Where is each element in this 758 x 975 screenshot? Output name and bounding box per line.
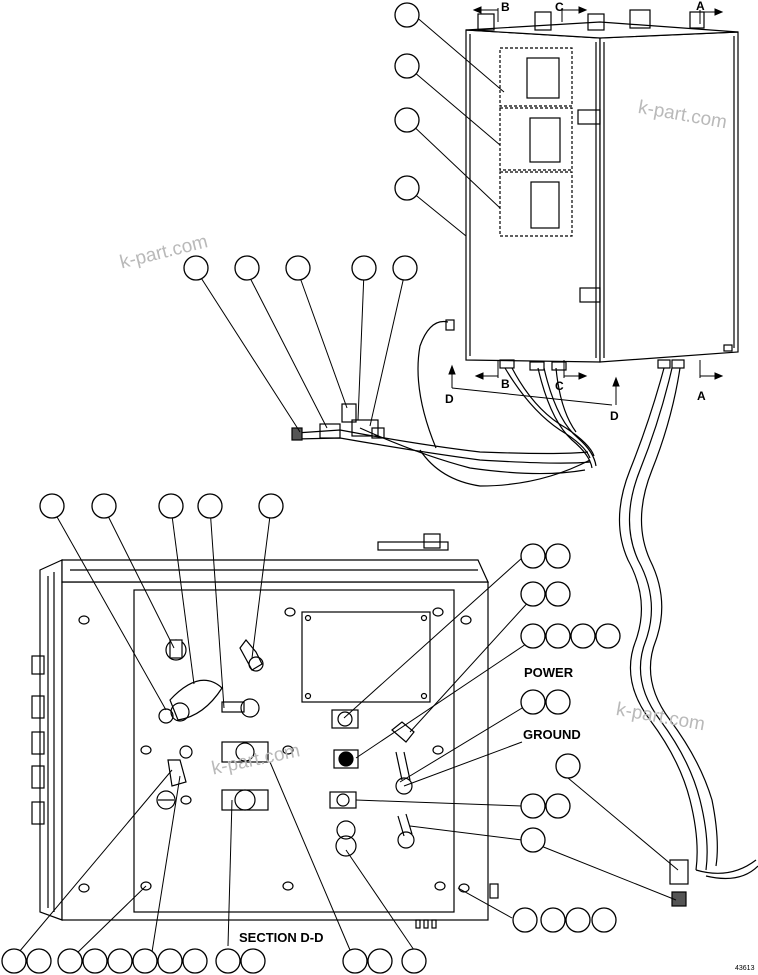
section-letter-d-left: D — [445, 392, 454, 406]
section-letter-b-bottom: B — [501, 377, 510, 391]
section-letter-d-right: D — [610, 409, 619, 423]
section-letter-a-top: A — [696, 0, 705, 13]
callout-balloons — [1, 2, 621, 974]
panel-screw-holes — [78, 607, 472, 893]
section-letter-c-top: C — [555, 0, 564, 14]
section-letter-b-top: B — [501, 0, 510, 14]
section-title: SECTION D-D — [239, 930, 324, 945]
figure-number: 43613 — [735, 965, 755, 972]
section-letter-c-bottom: C — [555, 379, 564, 393]
control-panel — [31, 533, 499, 929]
ground-label: GROUND — [523, 727, 581, 742]
power-label: POWER — [524, 665, 574, 680]
callout-leaders — [13, 14, 679, 959]
section-letter-a-bottom: A — [697, 389, 706, 403]
top-harness — [291, 319, 758, 907]
electrical-enclosure — [465, 9, 739, 371]
section-cut-markers — [448, 6, 724, 406]
